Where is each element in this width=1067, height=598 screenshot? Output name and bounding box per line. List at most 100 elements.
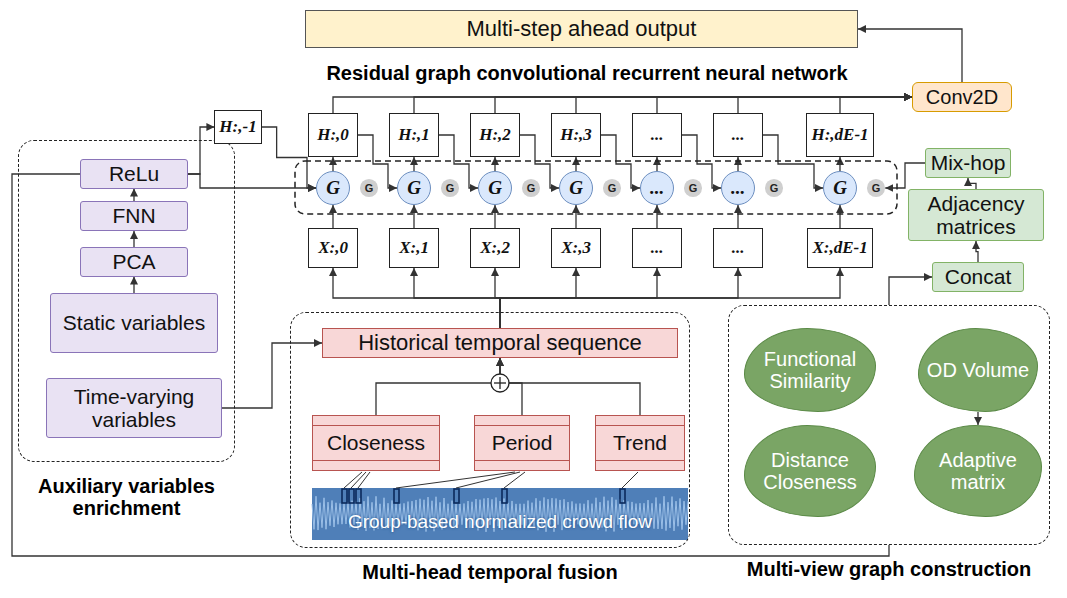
module-group: Auxiliary variables enrichmentReLuFNNPCA… <box>18 140 235 462</box>
window-marks <box>342 489 625 503</box>
connector <box>414 97 912 113</box>
connector <box>575 205 576 228</box>
state-box: ... <box>713 113 763 157</box>
connector <box>737 205 738 228</box>
node-label: Functional Similarity <box>745 348 875 392</box>
crowd-flow-wave <box>312 496 688 532</box>
connector <box>332 157 333 171</box>
gate-circle: G <box>684 179 703 197</box>
node-label: H:,dE-1 <box>811 126 868 145</box>
state-box: ... <box>632 113 682 157</box>
node-label: G <box>446 182 455 194</box>
node-label: H:,0 <box>317 126 349 145</box>
connector <box>500 268 840 328</box>
gate-circle: G <box>867 179 886 197</box>
crowd-flow-band <box>312 488 688 540</box>
connector <box>858 29 962 82</box>
graph-cell: G <box>823 171 857 205</box>
connector <box>977 412 978 425</box>
auxiliary-box: FNN <box>80 201 188 231</box>
node-label: ... <box>732 126 745 145</box>
leader-line <box>504 472 525 488</box>
connector <box>495 97 912 113</box>
node-label: OD Volume <box>927 359 1029 381</box>
gate-circle: G <box>765 179 784 197</box>
node-label: Adjacency matrices <box>909 192 1043 238</box>
connector <box>657 97 912 113</box>
node-label: Static variables <box>63 311 205 334</box>
node-label: G <box>770 182 779 194</box>
graph-view: OD Volume <box>918 328 1038 412</box>
connector <box>133 231 134 247</box>
node-label: G <box>488 178 502 199</box>
connector <box>376 358 500 415</box>
state-box: X:,1 <box>389 228 439 268</box>
connector <box>133 189 134 201</box>
module-group: Multi-head temporal fusionHistorical tem… <box>290 312 690 548</box>
connector <box>656 157 657 171</box>
node-label: Trend <box>613 431 667 454</box>
node-label: G <box>407 178 421 199</box>
state-box: H:,1 <box>389 113 439 157</box>
gate-circle: G <box>441 179 460 197</box>
graph-cell: G <box>478 171 512 205</box>
output-box: Multi-step ahead output <box>305 10 858 48</box>
connector <box>656 205 657 228</box>
graph-box: Adjacency matrices <box>908 189 1044 241</box>
node-label: X:,0 <box>318 239 348 258</box>
node-label: H:,-1 <box>219 118 256 137</box>
node-label: G <box>872 182 881 194</box>
connector <box>222 343 322 408</box>
state-box: X:,3 <box>551 228 601 268</box>
node-label: H:,2 <box>479 126 511 145</box>
connector <box>839 157 840 171</box>
leader-line <box>396 472 515 488</box>
connector <box>494 157 495 171</box>
node-label: X:,2 <box>480 239 510 258</box>
node-label: X:,1 <box>399 239 429 258</box>
leader-line <box>456 472 520 488</box>
state-box: X:,dE-1 <box>807 228 872 268</box>
connector <box>576 97 912 113</box>
group-heading: Multi-view graph construction <box>717 558 1061 580</box>
connector <box>976 241 978 262</box>
node-label: Group-based normalized crowd flow <box>348 512 652 533</box>
node-label: Mix-hop <box>931 151 1006 174</box>
window-mark <box>349 489 354 503</box>
state-box: H:,dE-1 <box>806 113 873 157</box>
state-box: H:,0 <box>308 113 358 157</box>
window-mark <box>356 489 361 503</box>
node-label: ReLu <box>109 162 159 185</box>
connector <box>414 268 500 328</box>
node-label: Distance Closeness <box>745 449 875 493</box>
connector <box>332 205 333 228</box>
state-box: X:,2 <box>470 228 520 268</box>
temporal-head-box: Trend <box>595 415 685 471</box>
state-box: H:,2 <box>470 113 520 157</box>
wave-line <box>312 496 688 532</box>
graph-cell: ... <box>640 171 674 205</box>
temporal-head-box: Period <box>474 415 570 471</box>
connector <box>494 205 495 228</box>
graph-view: Adaptive matrix <box>914 425 1042 517</box>
leader-lines <box>344 472 638 488</box>
node-label: ... <box>651 239 664 258</box>
connector <box>737 157 738 171</box>
node-label: FNN <box>112 204 155 227</box>
auxiliary-box: Static variables <box>50 293 218 353</box>
node-label: G <box>569 178 583 199</box>
window-mark <box>394 489 399 503</box>
node-label: ... <box>731 178 745 199</box>
section-title: Residual graph convolutional recurrent n… <box>326 62 847 84</box>
gate-circle: G <box>360 179 379 197</box>
gate-circle: G <box>603 179 622 197</box>
node-label: PCA <box>112 250 155 273</box>
node-label: Concat <box>945 265 1012 288</box>
state-box: ... <box>632 228 682 268</box>
graph-box: Concat <box>932 262 1024 292</box>
window-mark <box>454 489 459 503</box>
graph-cell: G <box>397 171 431 205</box>
sum-plus <box>499 377 500 389</box>
node-label: X:,dE-1 <box>812 239 867 258</box>
